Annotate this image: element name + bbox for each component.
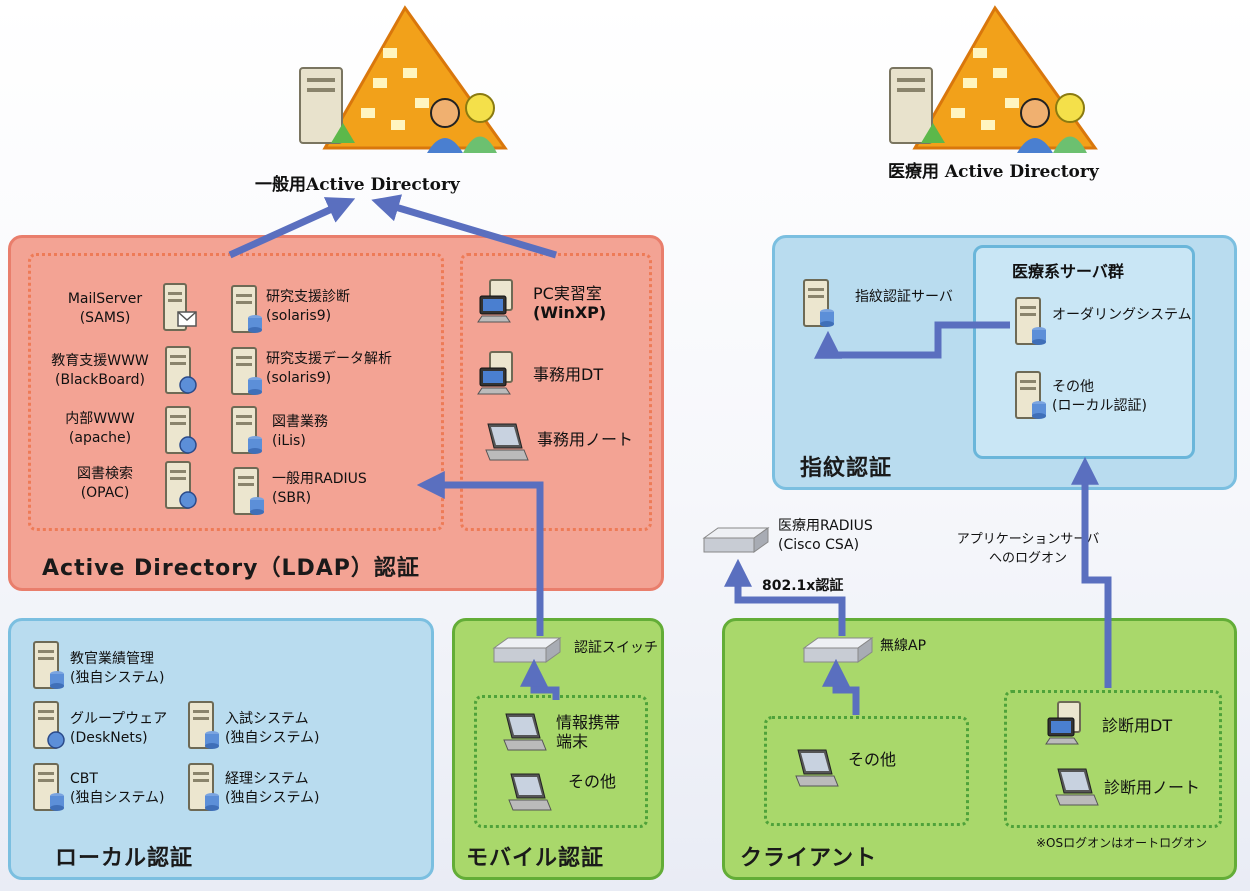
client-title: クライアント xyxy=(740,846,878,871)
medical-radius-label: 医療用RADIUS(Cisco CSA) xyxy=(778,518,873,553)
ad-medical-label: 医療用 Active Directory xyxy=(888,162,1099,182)
database-server-icon xyxy=(231,285,262,333)
database-server-icon xyxy=(188,701,219,749)
fingerprint-auth-title: 指紋認証 xyxy=(800,456,893,481)
arrow-ap-to-radius xyxy=(724,558,846,636)
ad-general-label: 一般用Active Directory xyxy=(255,175,460,195)
laptop-icon xyxy=(485,423,529,461)
arrow-client-to-ap xyxy=(822,658,860,715)
auto-logon-note: ※OSログオンはオートログオン xyxy=(1036,836,1208,850)
mobile-auth-title: モバイル認証 xyxy=(466,846,605,871)
switch-icon xyxy=(492,637,562,663)
server-label: 研究支援データ解析(solaris9) xyxy=(266,351,392,386)
laptop-icon xyxy=(795,749,839,787)
mobile-other-label: その他 xyxy=(568,772,617,791)
system-label: グループウェア(DeskNets) xyxy=(70,711,168,746)
database-server-icon xyxy=(231,406,262,454)
local-auth-panel xyxy=(8,618,434,880)
web-server-icon xyxy=(165,346,197,394)
database-server-icon xyxy=(231,347,262,395)
mobile-auth-panel xyxy=(452,618,664,880)
desktop-pc-icon xyxy=(477,351,513,395)
radius-appliance-icon xyxy=(702,527,770,553)
laptop-icon xyxy=(503,713,547,751)
diagnostic-device-group xyxy=(1004,690,1222,828)
server-label: 教育支援WWW(BlackBoard) xyxy=(51,353,149,388)
dot1x-label: 802.1x認証 xyxy=(762,578,844,594)
diag-note-label: 診断用ノート xyxy=(1104,778,1201,797)
system-label: 経理システム(独自システム) xyxy=(225,771,320,806)
system-label: 教官業績管理(独自システム) xyxy=(70,651,165,686)
arrow-mobile-to-switch xyxy=(520,658,560,700)
database-server-icon xyxy=(33,641,64,689)
database-server-icon xyxy=(33,763,64,811)
pc-label: 事務用DT xyxy=(533,365,604,384)
auth-switch-label: 認証スイッチ xyxy=(574,640,658,656)
mobile-device-label: 情報携帯端末 xyxy=(556,713,621,751)
database-server-icon xyxy=(1015,297,1046,345)
ldap-auth-title: Active Directory（LDAP）認証 xyxy=(42,556,420,581)
active-directory-icon xyxy=(299,5,508,153)
fingerprint-server-label: 指紋認証サーバ xyxy=(855,289,953,305)
web-server-icon xyxy=(165,461,197,509)
database-server-icon xyxy=(188,763,219,811)
desktop-pc-icon xyxy=(477,279,513,323)
server-label: 図書検索(OPAC) xyxy=(77,466,133,501)
arrow-switch-to-radius xyxy=(416,471,544,636)
system-label: 入試システム(独自システム) xyxy=(225,711,320,746)
mobile-device-group xyxy=(474,695,648,828)
database-server-icon xyxy=(233,467,264,515)
client-other-group xyxy=(764,716,969,826)
medical-server-group xyxy=(973,245,1195,459)
server-label: 研究支援診断(solaris9) xyxy=(266,289,350,324)
app-logon-label: アプリケーションサーバへのログオン xyxy=(956,532,1100,566)
server-label: MailServer(SAMS) xyxy=(67,291,143,326)
medical-group-title: 医療系サーバ群 xyxy=(1012,262,1124,281)
wireless-ap-label: 無線AP xyxy=(880,638,927,654)
client-other-label: その他 xyxy=(848,750,897,769)
arrow-ordering-to-fingerprint xyxy=(814,321,1010,359)
web-server-icon xyxy=(33,701,65,749)
arrow-ldap-to-ad xyxy=(228,197,356,259)
database-server-icon xyxy=(803,279,834,327)
system-label: CBT(独自システム) xyxy=(70,771,165,806)
server-label: 図書業務(iLis) xyxy=(272,414,328,449)
ldap-auth-panel xyxy=(8,235,664,591)
diag-dt-label: 診断用DT xyxy=(1102,716,1173,735)
server-label: 内部WWW(apache) xyxy=(65,411,135,446)
mail-server-icon xyxy=(163,283,197,331)
database-server-icon xyxy=(1015,371,1046,419)
pc-label: 事務用ノート xyxy=(537,430,634,449)
server-label: 一般用RADIUS(SBR) xyxy=(272,471,367,506)
laptop-icon xyxy=(508,773,552,811)
web-server-icon xyxy=(165,406,197,454)
pc-label: PC実習室(WinXP) xyxy=(533,284,607,322)
arrow-diag-to-medical xyxy=(1071,456,1112,688)
desktop-pc-icon xyxy=(1045,701,1081,745)
arrow-pc-to-ad xyxy=(371,194,558,259)
medical-other-label: その他(ローカル認証) xyxy=(1052,379,1147,414)
ordering-system-label: オーダリングシステム xyxy=(1052,307,1192,323)
local-auth-title: ローカル認証 xyxy=(55,846,194,871)
laptop-icon xyxy=(1055,768,1099,806)
active-directory-icon xyxy=(889,5,1098,153)
